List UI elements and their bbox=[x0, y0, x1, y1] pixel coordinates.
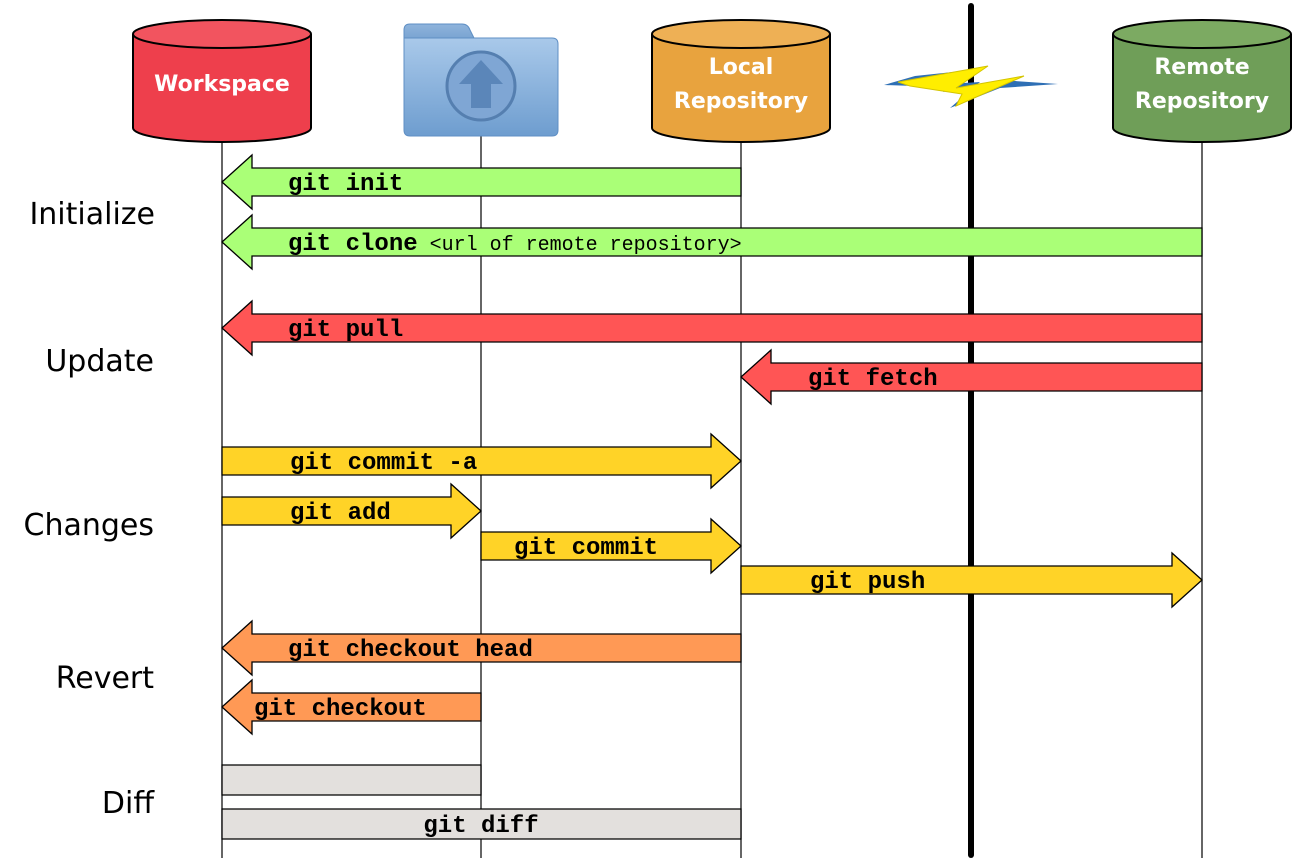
workspace-cylinder: Workspace bbox=[132, 19, 312, 143]
arrow-git-fetch-shape bbox=[740, 348, 1203, 406]
arrow-git-init: git init bbox=[221, 153, 742, 211]
arrow-git-checkout-head-label: git checkout head bbox=[288, 637, 533, 664]
arrow-git-checkout-shape bbox=[221, 678, 482, 736]
arrow-git-pull-shape bbox=[221, 299, 1203, 357]
arrow-git-commit-a-label: git commit -a bbox=[290, 450, 477, 477]
arrow-git-push: git push bbox=[740, 551, 1203, 609]
workspace-label-line-1: Workspace bbox=[154, 72, 290, 97]
arrow-git-commit-label: git commit bbox=[514, 535, 658, 562]
arrow-git-clone-shape bbox=[221, 213, 1203, 271]
command-arrows: git init git clone <url of remote reposit… bbox=[221, 153, 1203, 840]
arrow-git-add-shape bbox=[221, 482, 482, 540]
arrow-git-checkout-head-shape bbox=[221, 619, 742, 677]
arrow-git-clone-label: git clone <url of remote repository> bbox=[288, 231, 742, 258]
arrow-git-init-label: git init bbox=[288, 171, 403, 198]
arrow-git-checkout-label: git checkout bbox=[254, 696, 427, 723]
arrow-git-push-shape bbox=[740, 551, 1203, 609]
arrow-git-push-label: git push bbox=[810, 569, 925, 596]
arrow-git-commit-shape bbox=[480, 517, 742, 575]
section-label-revert: Revert bbox=[56, 661, 154, 696]
section-label-changes: Changes bbox=[24, 508, 155, 543]
remote-repository-label-line-1: Remote bbox=[1154, 55, 1249, 80]
arrow-git-add: git add bbox=[221, 482, 482, 540]
arrow-git-diff-staged bbox=[221, 764, 482, 796]
folder-upload-icon bbox=[403, 23, 559, 137]
arrow-git-checkout: git checkout bbox=[221, 678, 482, 736]
arrow-git-clone: git clone <url of remote repository> bbox=[221, 213, 1203, 271]
local-repository-label-line-2: Repository bbox=[674, 89, 808, 114]
arrow-git-pull: git pull bbox=[221, 299, 1203, 357]
arrow-git-diff-label: git diff bbox=[423, 813, 538, 840]
arrow-git-checkout-head: git checkout head bbox=[221, 619, 742, 677]
remote-repository-label-line-2: Repository bbox=[1135, 89, 1269, 114]
arrow-git-commit-a: git commit -a bbox=[221, 432, 742, 490]
section-label-initialize: Initialize bbox=[29, 197, 155, 232]
section-label-diff: Diff bbox=[102, 786, 155, 821]
arrow-git-init-shape bbox=[221, 153, 742, 211]
arrow-git-clone-argument: <url of remote repository> bbox=[418, 234, 742, 257]
arrow-git-commit-a-shape bbox=[221, 432, 742, 490]
lightning-bolt-icon bbox=[884, 65, 1058, 108]
arrow-git-diff-staged-shape bbox=[221, 764, 482, 796]
arrow-git-fetch-label: git fetch bbox=[808, 366, 938, 393]
arrow-git-pull-label: git pull bbox=[288, 317, 403, 344]
arrow-git-fetch: git fetch bbox=[740, 348, 1203, 406]
arrow-git-diff-shape bbox=[221, 808, 742, 840]
section-label-update: Update bbox=[45, 344, 154, 379]
arrow-git-commit: git commit bbox=[480, 517, 742, 575]
arrow-git-add-label: git add bbox=[290, 500, 391, 527]
local-repository-label-line-1: Local bbox=[709, 55, 774, 80]
arrow-git-diff: git diff bbox=[221, 808, 742, 840]
